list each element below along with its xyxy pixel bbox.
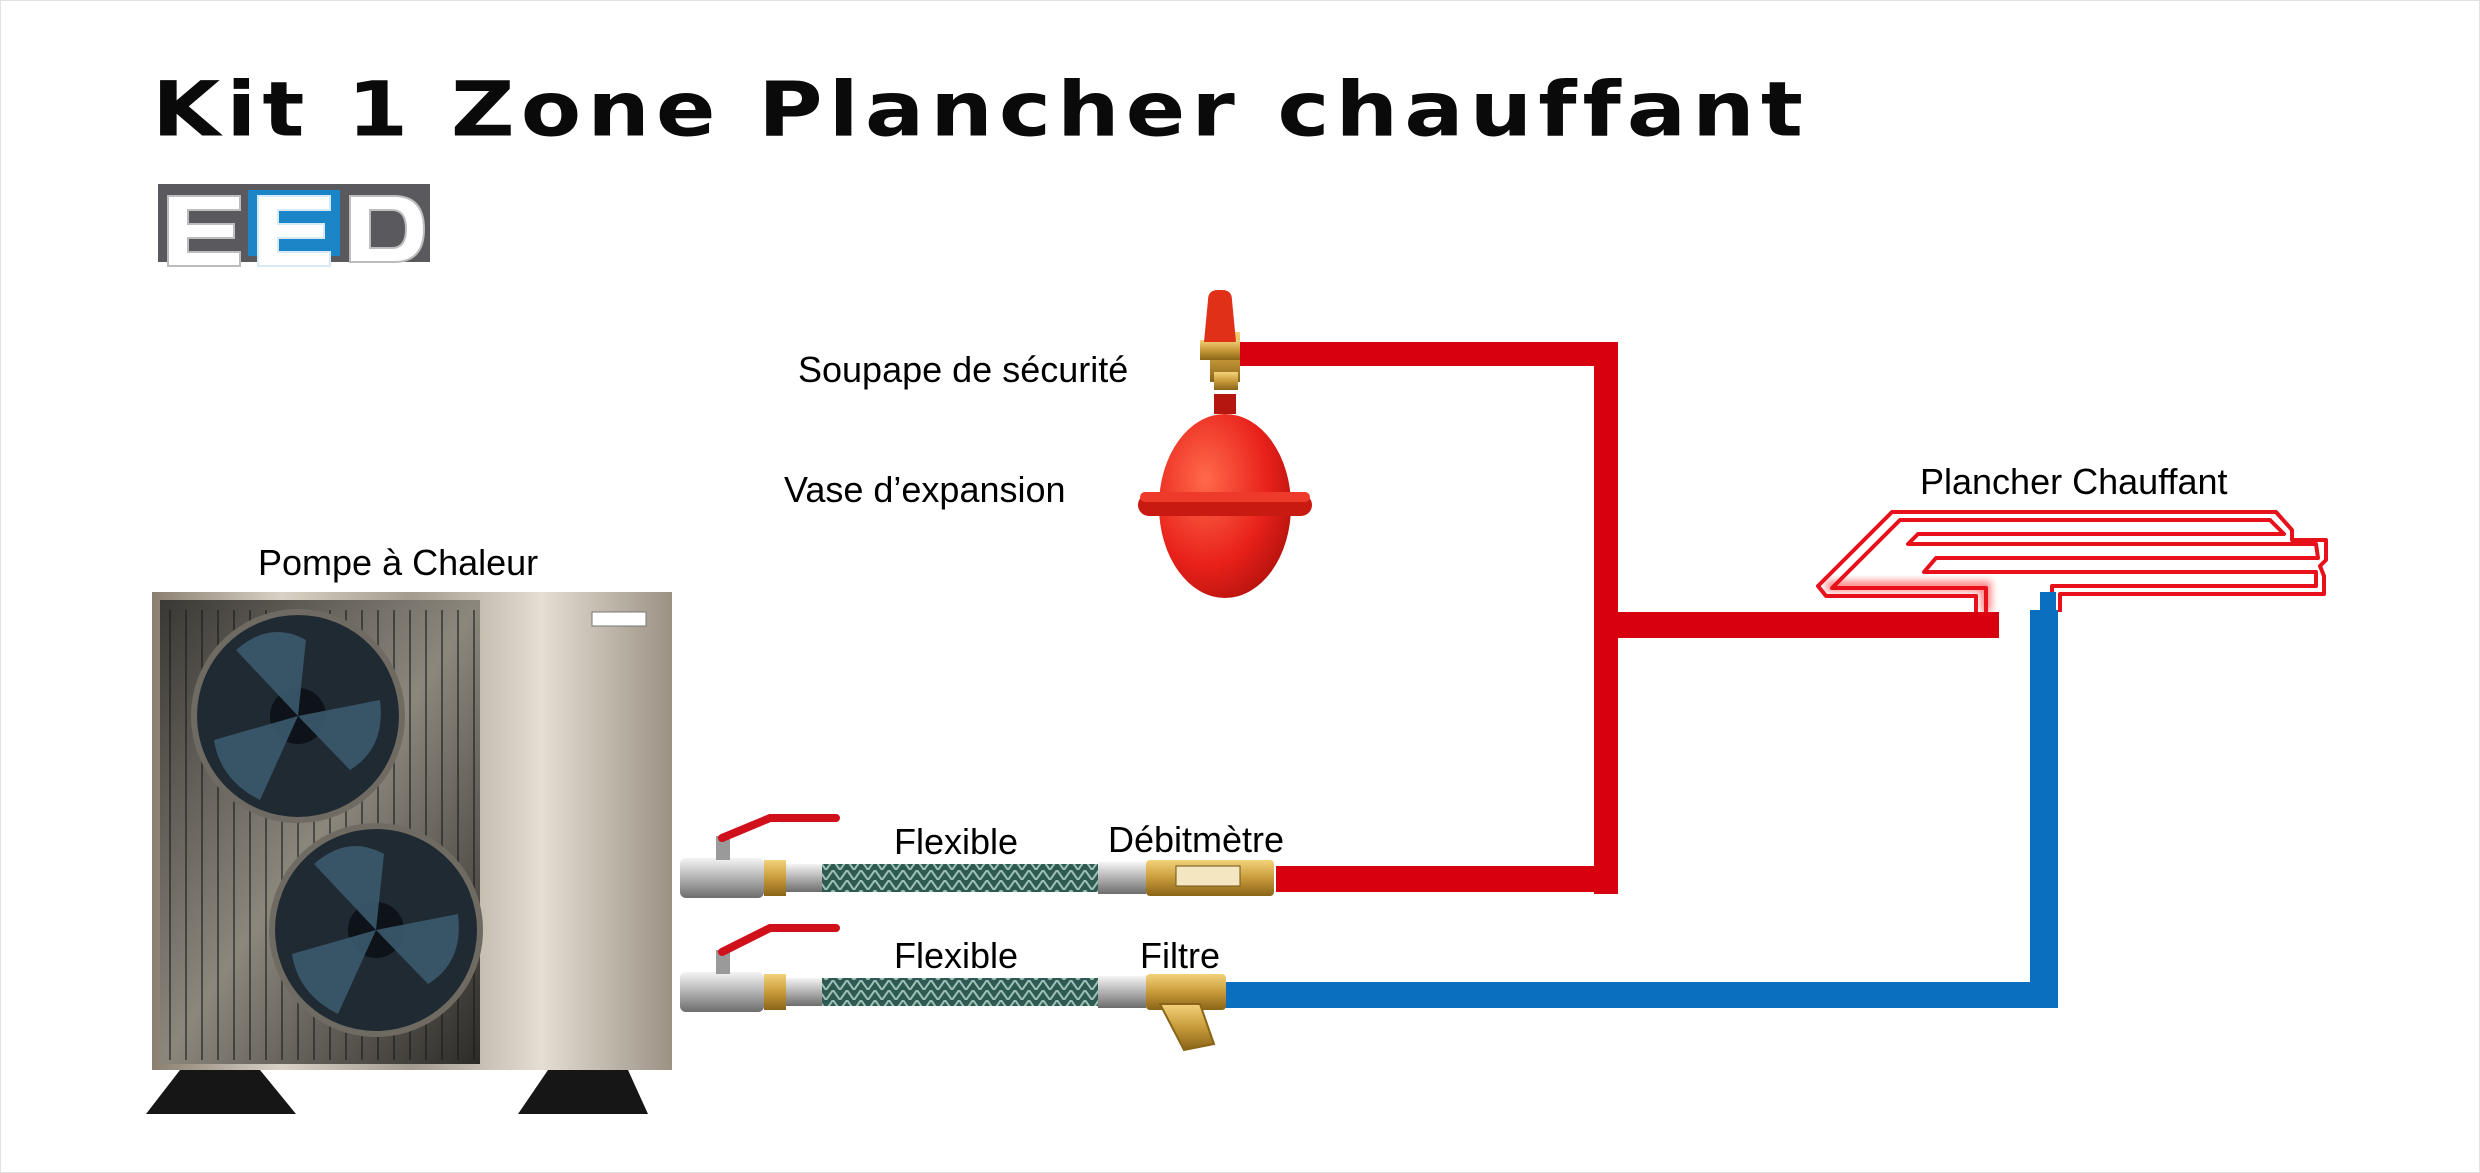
label-plancher: Plancher Chauffant (1920, 461, 2228, 502)
return-line-fittings (680, 924, 1226, 1052)
label-flexible-bottom: Flexible (894, 935, 1019, 976)
label-vase: Vase d’expansion (784, 469, 1066, 510)
diagram-title: Kit 1 Zone Plancher chauffant (152, 65, 1809, 154)
label-debitmetre: Débitmètre (1108, 819, 1285, 860)
label-soupape: Soupape de sécurité (798, 349, 1129, 390)
expansion-vessel (1138, 290, 1312, 598)
label-flexible-top: Flexible (894, 821, 1019, 862)
supply-line-fittings (680, 814, 1274, 898)
label-filtre: Filtre (1140, 935, 1220, 976)
return-pipes (1220, 610, 2058, 1008)
supply-pipes (1230, 342, 1999, 894)
underfloor-heating-loop (1816, 510, 2328, 612)
label-pompe: Pompe à Chaleur (258, 542, 539, 583)
heat-pump-unit (146, 592, 672, 1114)
eed-logo (158, 184, 430, 267)
